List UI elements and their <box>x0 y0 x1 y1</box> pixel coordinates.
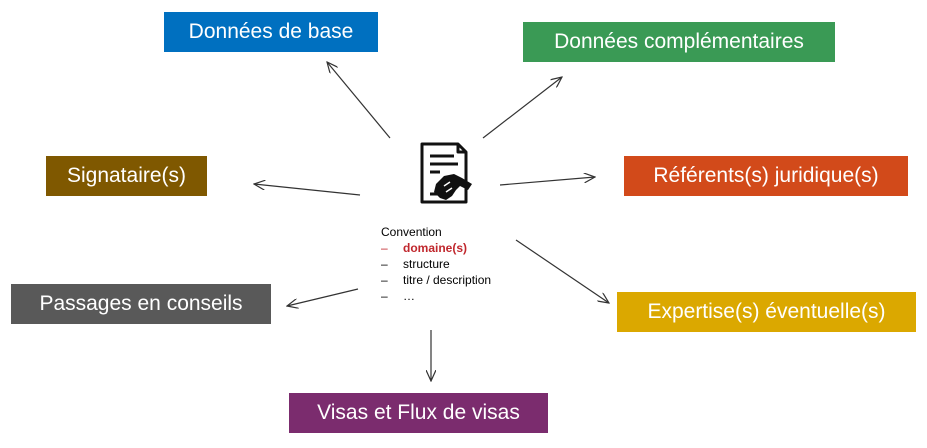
arrow-to-expertise <box>515 239 609 303</box>
box-visas-et-flux: Visas et Flux de visas <box>289 393 548 433</box>
arrow-to-signataire <box>254 184 361 196</box>
convention-details: Convention domaine(s) structure titre / … <box>381 224 491 304</box>
box-donnees-de-base: Données de base <box>164 12 378 52</box>
list-item-ellipsis: … <box>381 288 491 304</box>
list-item-domaines: domaine(s) <box>381 240 491 256</box>
box-signataires: Signataire(s) <box>46 156 207 196</box>
box-passages-en-conseils: Passages en conseils <box>11 284 271 324</box>
contract-handshake-icon <box>420 142 472 204</box>
arrow-to-passages <box>287 288 359 306</box>
list-item-structure: structure <box>381 256 491 272</box>
convention-title: Convention <box>381 225 442 239</box>
arrow-to-base <box>327 62 391 139</box>
arrow-to-comp <box>482 77 562 139</box>
list-item-titre: titre / description <box>381 272 491 288</box>
box-donnees-complementaires: Données complémentaires <box>523 22 835 62</box>
box-expertises-eventuelles: Expertise(s) éventuelle(s) <box>617 292 916 332</box>
arrow-to-referents <box>499 177 595 186</box>
box-referents-juridiques: Référents(s) juridique(s) <box>624 156 908 196</box>
convention-list: domaine(s) structure titre / description… <box>381 240 491 304</box>
